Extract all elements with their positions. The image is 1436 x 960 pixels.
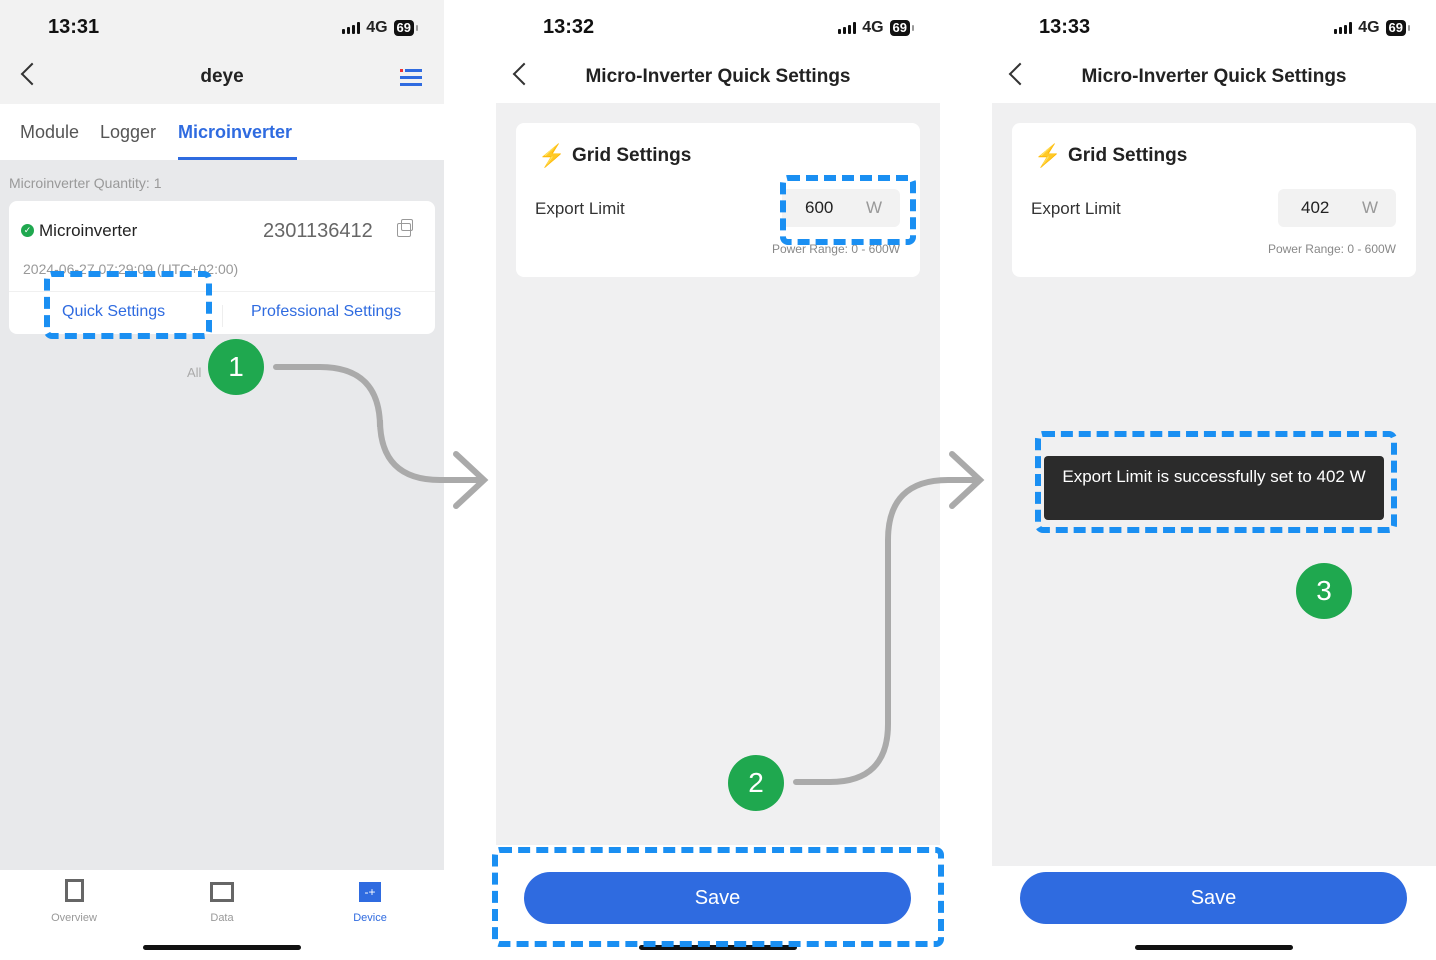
highlight-save <box>492 847 944 947</box>
battery-icon: 69 <box>889 20 915 36</box>
signal-icon <box>342 22 361 34</box>
quick-settings-link[interactable]: Quick Settings <box>62 303 166 320</box>
signal-icon <box>1334 22 1353 34</box>
highlight-export-limit <box>780 175 916 245</box>
arrow-1 <box>273 364 489 509</box>
device-list-screen: 13:31 4G 69 deye Module Logger Microinve… <box>0 0 444 960</box>
home-indicator <box>1135 945 1293 950</box>
tab-indicator <box>178 157 297 160</box>
grid-tower-icon: ⚡ <box>1034 143 1062 168</box>
overview-icon <box>64 879 84 902</box>
battery-icon: 69 <box>1385 20 1411 36</box>
professional-settings-link[interactable]: Professional Settings <box>251 303 402 320</box>
section-title: Grid Settings <box>572 145 692 166</box>
tab-module[interactable]: Module <box>20 122 80 142</box>
power-range: Power Range: 0 - 600W <box>771 242 900 256</box>
page-title: Micro-Inverter Quick Settings <box>1081 66 1347 87</box>
status-time: 13:31 <box>48 16 100 38</box>
network-label: 4G <box>366 19 388 36</box>
home-indicator <box>143 945 301 950</box>
step-3-badge: 3 <box>1296 563 1352 619</box>
tab-bar: Module Logger Microinverter <box>0 104 444 160</box>
quantity-label: Microinverter Quantity: 1 <box>9 175 162 191</box>
header <box>0 0 444 104</box>
device-card[interactable]: ✓ Microinverter 2301136412 2024-06-27 07… <box>9 201 435 334</box>
signal-icon <box>838 22 857 34</box>
section-title: Grid Settings <box>1068 145 1188 166</box>
highlight-quick-settings <box>44 271 212 339</box>
page-title: Micro-Inverter Quick Settings <box>585 66 851 87</box>
chart-icon <box>210 882 234 902</box>
all-label: All <box>187 365 202 380</box>
step-1-badge: 1 <box>208 339 264 395</box>
arrow-2 <box>793 451 985 785</box>
tab-logger[interactable]: Logger <box>100 122 157 142</box>
online-status-icon: ✓ <box>21 224 34 237</box>
highlight-toast <box>1035 431 1397 533</box>
status-time: 13:32 <box>543 16 595 38</box>
battery-icon: 69 <box>393 20 419 36</box>
grid-tower-icon: ⚡ <box>538 143 566 168</box>
power-range: Power Range: 0 - 600W <box>1267 242 1396 256</box>
status-icons: 4G 69 <box>342 19 419 37</box>
device-icon: -+ <box>359 882 381 902</box>
save-button[interactable]: Save <box>524 872 911 924</box>
export-limit-label: Export Limit <box>1031 199 1121 218</box>
device-serial: 2301136412 <box>263 220 373 242</box>
success-toast: Export Limit is successfully set to 402 … <box>1044 456 1384 520</box>
menu-icon[interactable] <box>400 69 422 86</box>
device-name: Microinverter <box>39 221 138 240</box>
tab-microinverter[interactable]: Microinverter <box>178 122 293 142</box>
nav-overview[interactable]: Overview <box>48 876 100 924</box>
step-2-badge: 2 <box>728 755 784 811</box>
home-indicator <box>639 945 797 950</box>
nav-device[interactable]: -+ Device <box>344 876 396 924</box>
export-limit-label: Export Limit <box>535 199 625 218</box>
nav-data[interactable]: Data <box>196 876 248 924</box>
save-button[interactable]: Save <box>1020 872 1407 924</box>
status-time: 13:33 <box>1039 16 1091 38</box>
copy-icon[interactable] <box>397 219 413 237</box>
page-title: deye <box>200 66 244 87</box>
